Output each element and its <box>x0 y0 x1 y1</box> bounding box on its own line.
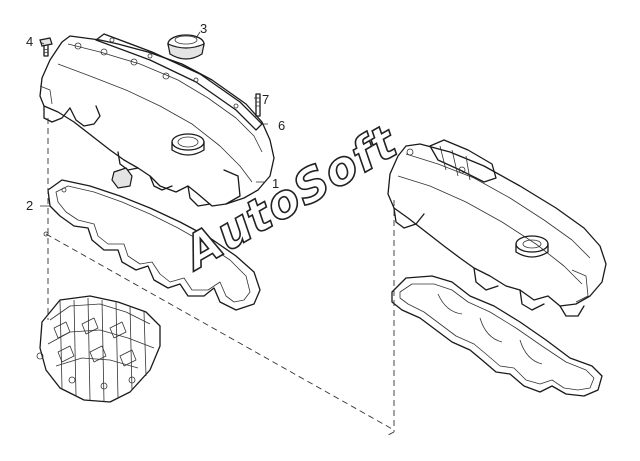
watermark-text: AutoSoft <box>172 114 407 281</box>
gasket-right <box>391 275 603 397</box>
callout-6: 6 <box>278 118 285 133</box>
cylinder-head-left <box>36 295 161 403</box>
callout-3: 3 <box>200 21 207 36</box>
stud-part-7 <box>255 93 261 117</box>
valve-cover-right <box>387 139 607 317</box>
callout-2: 2 <box>26 198 33 213</box>
alignment-dashed-lines <box>45 118 395 437</box>
oil-cap-part-3 <box>167 34 205 60</box>
valve-cover-left <box>39 35 275 207</box>
screw-part-4 <box>39 37 53 57</box>
leader-lines <box>39 31 268 207</box>
callout-4: 4 <box>26 34 33 49</box>
gasket-left-part-2 <box>43 179 261 311</box>
callout-7: 7 <box>262 92 269 107</box>
callout-1: 1 <box>272 176 279 191</box>
